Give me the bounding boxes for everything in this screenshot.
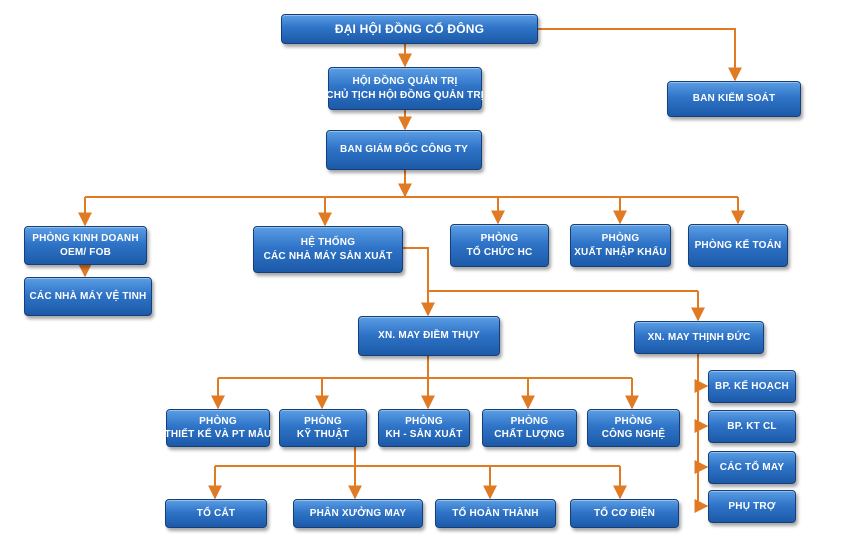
node-diemthuy-line1: XN. MAY ĐIỀM THỤY — [378, 330, 480, 342]
node-bks-line1: BAN KIỂM SOÁT — [692, 93, 776, 105]
node-thietke-line1: PHÒNG — [199, 415, 237, 427]
node-xnk[interactable]: PHÒNG XUẤT NHẬP KHẨU — [570, 224, 671, 267]
node-phutro-line1: PHỤ TRỢ — [728, 500, 776, 512]
node-catomay-line1: CÁC TỔ MAY — [719, 461, 785, 473]
node-khsx-line1: PHÒNG — [405, 415, 443, 427]
node-hdqt-line2: CHỦ TỊCH HỘI ĐỒNG QUẢN TRỊ — [326, 89, 484, 101]
node-kythuat-line2: KỸ THUẬT — [296, 429, 350, 440]
node-congnghe-line1: PHÒNG — [614, 415, 653, 427]
node-thinhduc[interactable]: XN. MAY THỊNH ĐỨC — [634, 321, 764, 354]
node-tocat[interactable]: TỔ CẮT — [165, 499, 267, 528]
node-xnk-line1: PHÒNG — [601, 233, 640, 244]
node-tocodien[interactable]: TỔ CƠ ĐIỆN — [570, 499, 679, 528]
node-phanxuong-line1: PHÂN XƯỞNG MAY — [309, 507, 407, 519]
node-ktcl-line1: BP. KT CL — [727, 420, 777, 432]
node-tochuc-line2: TỔ CHỨC HC — [466, 246, 533, 258]
node-bgd-line1: BAN GIÁM ĐỐC CÔNG TY — [340, 144, 468, 156]
node-thietke-line2: THIẾT KẾ VÀ PT MẪU — [164, 429, 272, 440]
node-chatluong-line1: PHÒNG — [510, 415, 549, 427]
node-hdqt[interactable]: HỘI ĐỒNG QUẢN TRỊ CHỦ TỊCH HỘI ĐỒNG QUẢN… — [326, 67, 484, 110]
node-kehoach[interactable]: BP. KẾ HOẠCH — [708, 370, 796, 403]
node-bks[interactable]: BAN KIỂM SOÁT — [667, 81, 801, 117]
node-congnghe[interactable]: PHÒNG CÔNG NGHỆ — [587, 409, 680, 447]
connector-dhdcd-bks — [538, 28, 742, 82]
node-tohoanthanh-line1: TỔ HOÀN THÀNH — [452, 507, 539, 519]
node-bgd[interactable]: BAN GIÁM ĐỐC CÔNG TY — [326, 130, 482, 170]
node-tochuc-line1: PHÒNG — [480, 233, 519, 244]
node-tocat-line1: TỔ CẮT — [196, 507, 236, 519]
node-kythuat-line1: PHÒNG — [304, 415, 342, 427]
node-kinhdoanh-line2: OEM/ FOB — [59, 246, 112, 258]
node-diemthuy[interactable]: XN. MAY ĐIỀM THỤY — [358, 316, 500, 356]
node-tochuc[interactable]: PHÒNG TỔ CHỨC HC — [450, 224, 549, 267]
node-ketoan[interactable]: PHÒNG KẾ TOÁN — [688, 224, 788, 267]
node-thinhduc-line1: XN. MAY THỊNH ĐỨC — [647, 331, 751, 343]
node-hethong-line1: HỆ THỐNG — [300, 237, 356, 248]
node-hethong[interactable]: HỆ THỐNG CÁC NHÀ MÁY SẢN XUẤT — [253, 226, 403, 273]
node-phanxuong[interactable]: PHÂN XƯỞNG MAY — [293, 499, 423, 528]
node-catomay[interactable]: CÁC TỔ MAY — [708, 451, 796, 484]
node-thietke[interactable]: PHÒNG THIẾT KẾ VÀ PT MẪU — [164, 409, 272, 447]
node-dhdcd[interactable]: ĐẠI HỘI ĐỒNG CỔ ĐÔNG — [281, 14, 538, 44]
node-khsx-line2: KH - SẢN XUẤT — [385, 429, 463, 440]
node-ktcl[interactable]: BP. KT CL — [708, 410, 796, 443]
node-chatluong-line2: CHẤT LƯỢNG — [494, 429, 565, 440]
node-phutro[interactable]: PHỤ TRỢ — [708, 490, 796, 523]
node-vetinh-line1: CÁC NHÀ MÁY VỆ TINH — [29, 290, 147, 302]
node-tohoanthanh[interactable]: TỔ HOÀN THÀNH — [435, 499, 556, 528]
node-tocodien-line1: TỔ CƠ ĐIỆN — [593, 507, 656, 519]
node-vetinh[interactable]: CÁC NHÀ MÁY VỆ TINH — [24, 277, 152, 316]
node-congnghe-line2: CÔNG NGHỆ — [601, 429, 666, 440]
node-kythuat[interactable]: PHÒNG KỸ THUẬT — [279, 409, 367, 447]
node-kehoach-line1: BP. KẾ HOẠCH — [715, 380, 789, 392]
node-dhdcd-line1: ĐẠI HỘI ĐỒNG CỔ ĐÔNG — [334, 21, 485, 36]
node-hdqt-line1: HỘI ĐỒNG QUẢN TRỊ — [352, 76, 458, 87]
node-chatluong[interactable]: PHÒNG CHẤT LƯỢNG — [482, 409, 577, 447]
node-ketoan-line1: PHÒNG KẾ TOÁN — [694, 239, 782, 251]
node-kinhdoanh[interactable]: PHÒNG KINH DOANH OEM/ FOB — [24, 226, 147, 265]
node-hethong-line2: CÁC NHÀ MÁY SẢN XUẤT — [263, 250, 393, 262]
connector-hethong-xn — [403, 247, 429, 291]
node-khsx[interactable]: PHÒNG KH - SẢN XUẤT — [378, 409, 470, 447]
node-xnk-line2: XUẤT NHẬP KHẨU — [574, 246, 667, 258]
node-kinhdoanh-line1: PHÒNG KINH DOANH — [32, 233, 139, 244]
